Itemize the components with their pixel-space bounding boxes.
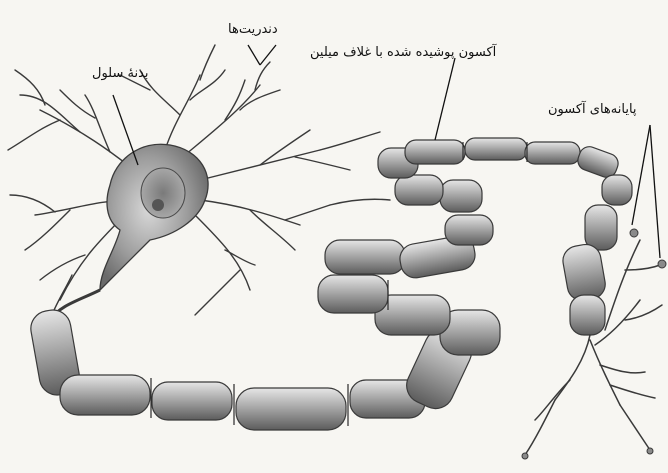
label-myelinated-axon: آکسون پوشیده شده با غلاف میلین (310, 45, 496, 61)
label-cell-body: بدنهٔ سلول (92, 66, 149, 82)
label-axon-terminals: پایانه‌های آکسون (548, 102, 637, 118)
label-dendrites: دندریت‌ها (228, 22, 278, 38)
cell-body (100, 144, 208, 290)
